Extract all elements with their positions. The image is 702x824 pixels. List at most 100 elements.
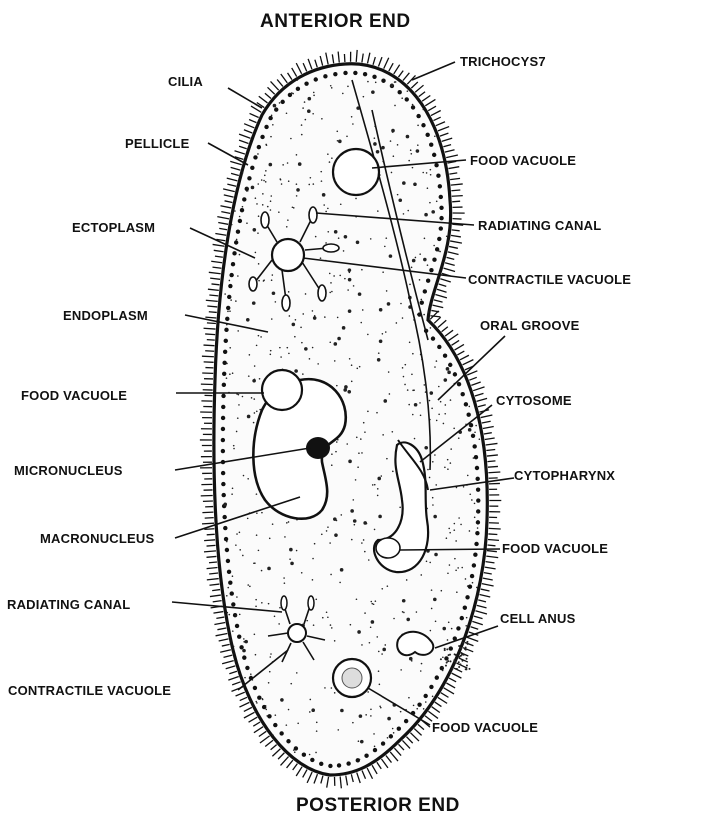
- trichocyst-dot: [471, 434, 475, 438]
- stipple-dot: [360, 740, 364, 744]
- stipple-dot: [263, 279, 265, 281]
- stipple-dot: [255, 599, 257, 601]
- stipple-dot: [423, 384, 425, 386]
- trichocyst-dot: [221, 471, 225, 475]
- cilium: [239, 134, 250, 138]
- stipple-dot: [340, 568, 344, 572]
- stipple-dot: [455, 569, 457, 571]
- stipple-dot: [381, 146, 385, 150]
- cilium: [346, 776, 348, 786]
- trichocyst-dot: [223, 526, 227, 530]
- stipple-dot: [237, 417, 239, 419]
- stipple-dot: [294, 369, 298, 373]
- stipple-dot: [381, 588, 383, 590]
- cilium: [216, 633, 228, 635]
- stipple-dot: [340, 514, 342, 516]
- trichocyst-dot: [225, 317, 229, 321]
- stipple-dot: [360, 322, 362, 324]
- cilium: [303, 770, 307, 778]
- speckle-dot: [454, 661, 456, 663]
- cilium: [432, 707, 440, 713]
- stipple-dot: [253, 228, 257, 232]
- trichocyst-dot: [353, 71, 357, 75]
- cilium: [338, 52, 339, 63]
- stipple-dot: [400, 711, 402, 713]
- stipple-dot: [281, 183, 283, 185]
- stipple-dot: [394, 105, 396, 107]
- cilium: [486, 443, 498, 445]
- stipple-dot: [363, 422, 365, 424]
- cilium: [398, 744, 404, 750]
- cilium: [467, 637, 478, 641]
- cilium: [224, 655, 233, 657]
- stipple-dot: [266, 715, 268, 717]
- stipple-dot: [239, 549, 241, 551]
- stipple-dot: [242, 206, 244, 208]
- cilium: [446, 155, 458, 158]
- cilium: [326, 53, 328, 65]
- stipple-dot: [312, 579, 314, 581]
- cilium: [213, 601, 222, 602]
- cilium: [287, 760, 293, 768]
- cilium: [202, 512, 213, 513]
- stipple-dot: [330, 574, 332, 576]
- stipple-dot: [244, 677, 246, 679]
- stipple-dot: [257, 183, 259, 185]
- stipple-dot: [361, 452, 363, 454]
- trichocyst-dot: [343, 71, 347, 75]
- stipple-dot: [416, 149, 420, 153]
- stipple-dot: [403, 213, 405, 215]
- trichocyst-dot: [476, 487, 480, 491]
- stipple-dot: [427, 264, 429, 266]
- stipple-dot: [420, 670, 422, 672]
- cilium: [218, 223, 228, 225]
- stipple-dot: [446, 235, 448, 237]
- trichocyst-dot: [398, 90, 402, 94]
- stipple-dot: [382, 271, 384, 273]
- cilium: [484, 433, 492, 434]
- label-food-vacuole-left: FOOD VACUOLE: [21, 388, 127, 403]
- cilium: [394, 65, 400, 74]
- stipple-dot: [349, 358, 351, 360]
- stipple-dot: [236, 431, 238, 433]
- stipple-dot: [396, 322, 398, 324]
- stipple-dot: [411, 267, 413, 269]
- cilium: [475, 393, 484, 396]
- cilium: [415, 85, 423, 92]
- title-posterior-end: POSTERIOR END: [296, 795, 460, 816]
- stipple-dot: [374, 746, 376, 748]
- cilium: [448, 252, 459, 255]
- trichocyst-dot: [421, 123, 425, 127]
- stipple-dot: [443, 423, 445, 425]
- stipple-dot: [232, 575, 234, 577]
- speckle-dot: [467, 643, 469, 645]
- stipple-dot: [275, 714, 277, 716]
- stipple-dot: [363, 96, 365, 98]
- cilium: [463, 360, 474, 365]
- label-cilia: CILIA: [168, 74, 203, 89]
- stipple-dot: [356, 436, 358, 438]
- cilium: [485, 438, 495, 439]
- stipple-dot: [477, 527, 479, 529]
- stipple-dot: [393, 732, 395, 734]
- stipple-dot: [247, 415, 251, 419]
- stipple-dot: [255, 654, 257, 656]
- stipple-dot: [356, 240, 360, 244]
- stipple-dot: [377, 488, 379, 490]
- trichocyst-dot: [429, 685, 433, 689]
- stipple-dot: [376, 150, 380, 154]
- stipple-dot: [313, 92, 315, 94]
- stipple-dot: [408, 404, 410, 406]
- trichocyst-dot: [319, 762, 323, 766]
- cilium: [487, 545, 495, 546]
- stipple-dot: [412, 167, 414, 169]
- stipple-dot: [275, 301, 277, 303]
- cilium: [216, 617, 224, 618]
- stipple-dot: [230, 299, 232, 301]
- stipple-dot: [377, 358, 381, 362]
- stipple-dot: [423, 314, 425, 316]
- stipple-dot: [387, 302, 391, 306]
- cilium: [207, 579, 219, 580]
- stipple-dot: [442, 627, 446, 631]
- stipple-dot: [270, 209, 272, 211]
